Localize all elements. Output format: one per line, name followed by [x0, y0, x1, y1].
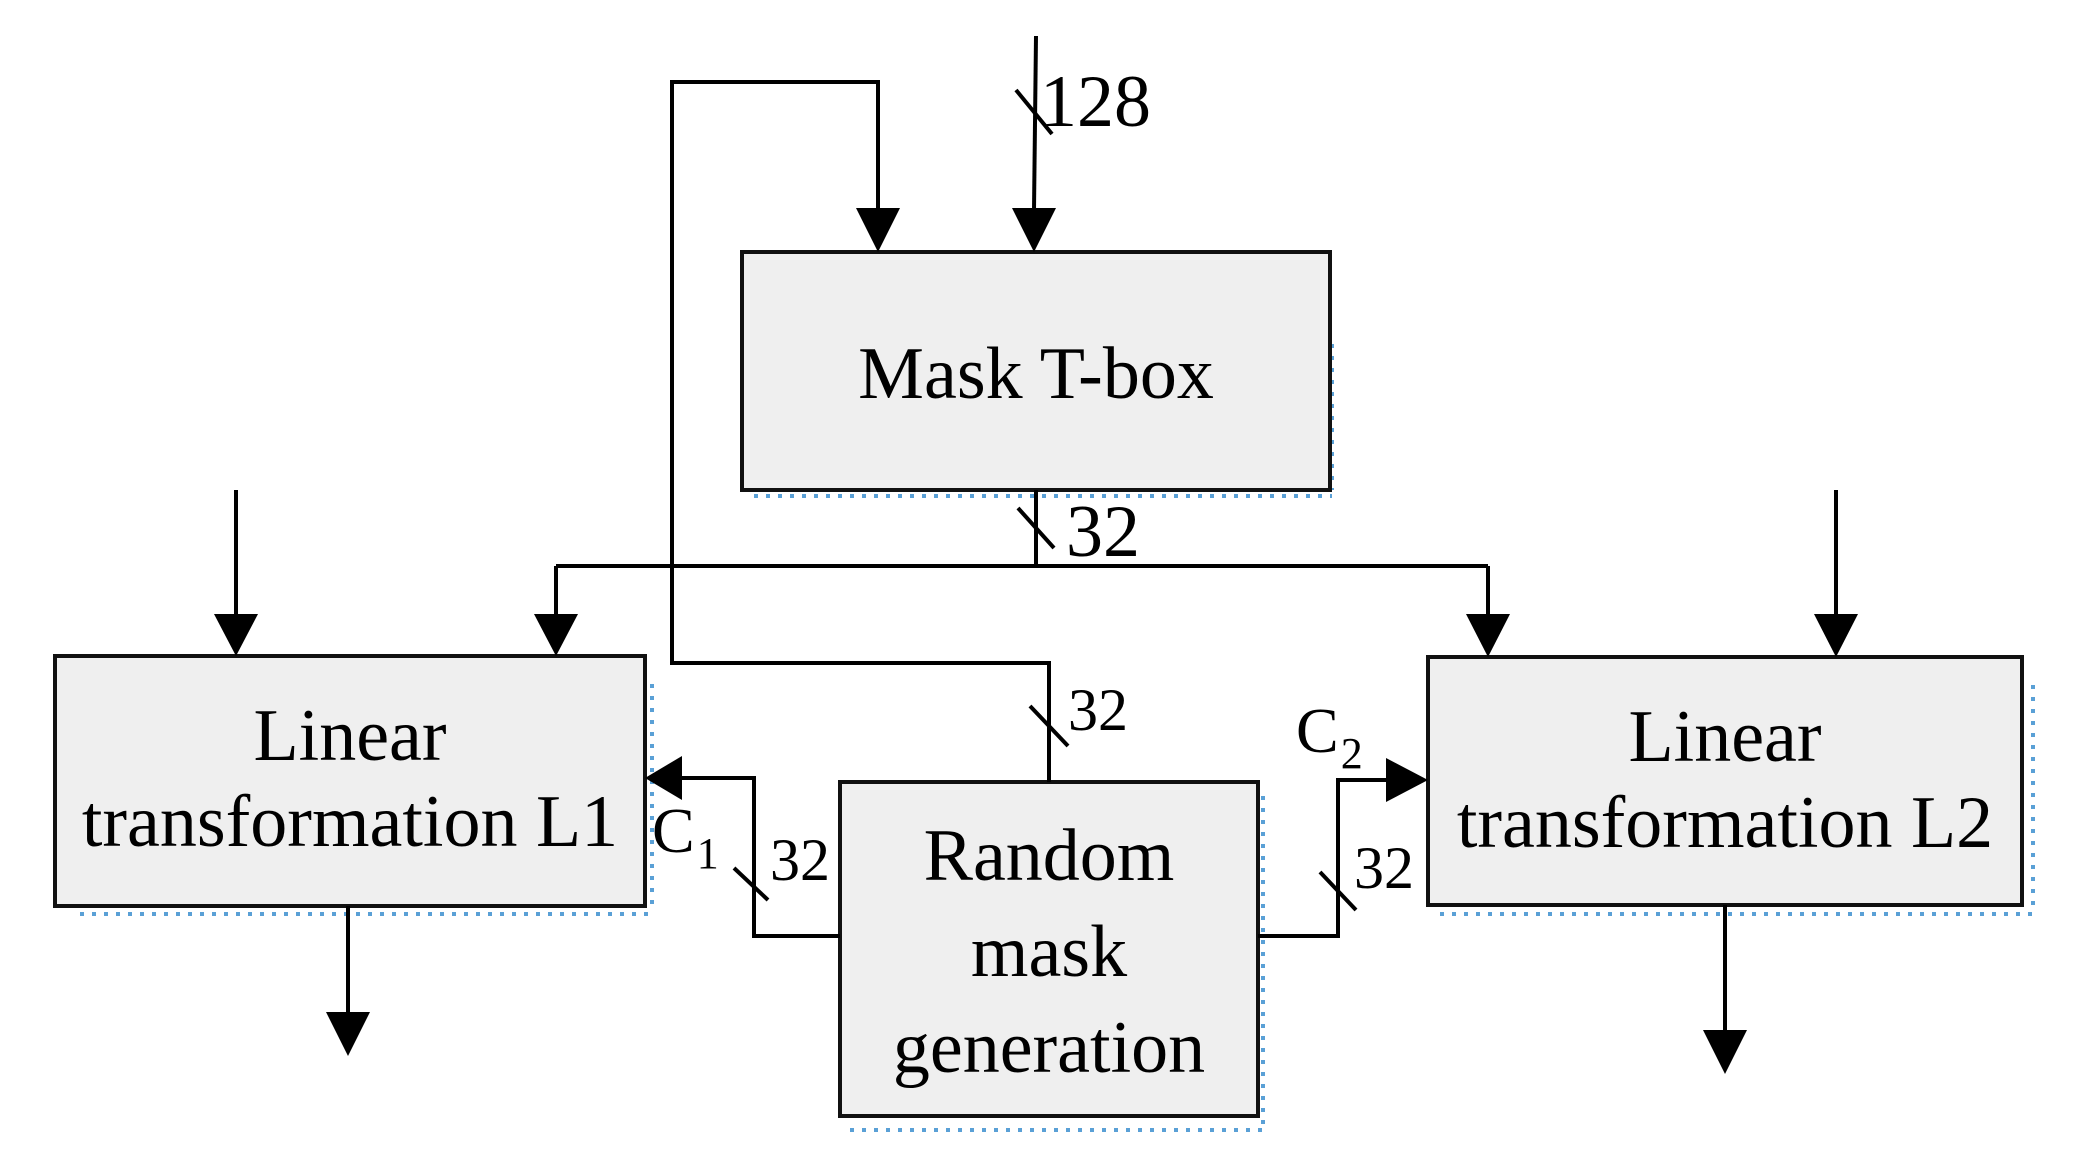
bus-width-ticks [732, 88, 1358, 912]
linear-l2-label-line1: Linear [1628, 696, 1821, 778]
tbox-to-l2-arrowhead [1466, 614, 1510, 657]
arrowheads [214, 208, 1858, 1074]
c2-tick [1318, 870, 1358, 912]
linear-l2-label-line2: transformation L2 [1457, 782, 1993, 864]
linear-transformation-l1-block: Linear transformation L1 [53, 654, 647, 908]
c1-arrowhead [645, 756, 682, 800]
input-128-label: 128 [1040, 61, 1151, 143]
input-128-wire [1032, 35, 1038, 211]
c2-signal-subscript: 2 [1341, 729, 1363, 778]
l2-external-input-arrowhead [1814, 614, 1858, 657]
c2-signal-base: C [1296, 695, 1339, 766]
feedback-arrowhead [856, 208, 900, 252]
c1-signal-subscript: 1 [697, 829, 719, 878]
c1-32-label: 32 [770, 827, 830, 893]
input-128-arrowhead [1012, 208, 1056, 252]
input-128-tick [1014, 88, 1054, 136]
c2-signal-label: C2 [1296, 695, 1363, 778]
linear-l1-label-line1: Linear [253, 695, 446, 777]
tbox-output-tick [1016, 506, 1056, 550]
l2-output-arrowhead [1703, 1030, 1747, 1074]
random-mask-label-line2: mask [971, 911, 1127, 993]
c1-signal-label: C1 [652, 795, 719, 878]
c1-tick [732, 866, 770, 902]
c2-wire [1258, 778, 1390, 938]
bus-width-labels: 128 32 32 32 32 [770, 61, 1414, 901]
random-mask-generation-block: Random mask generation [838, 780, 1260, 1118]
random-mask-label-line3: generation [893, 1007, 1205, 1089]
feedback-tick [1028, 704, 1070, 748]
c2-arrowhead [1386, 758, 1428, 802]
l1-external-input-arrowhead [214, 614, 258, 656]
tbox-output-32-label: 32 [1066, 491, 1140, 573]
mask-tbox-label: Mask T-box [858, 333, 1214, 415]
c1-signal-base: C [652, 795, 695, 866]
c1-wire [682, 776, 840, 938]
linear-l1-label-line2: transformation L1 [82, 781, 618, 863]
signal-labels: C1 C2 [652, 695, 1363, 878]
tbox-to-l1-arrowhead [534, 614, 578, 656]
feedback-wire [670, 80, 1051, 782]
c2-32-label: 32 [1354, 835, 1414, 901]
l1-output-arrowhead [326, 1012, 370, 1056]
linear-transformation-l2-block: Linear transformation L2 [1426, 655, 2024, 907]
block-shadows [80, 344, 2035, 1132]
mask-tbox-block: Mask T-box [740, 250, 1332, 492]
random-mask-label-line1: Random [924, 815, 1175, 897]
feedback-32-label: 32 [1068, 677, 1128, 743]
wires [234, 35, 1838, 1032]
